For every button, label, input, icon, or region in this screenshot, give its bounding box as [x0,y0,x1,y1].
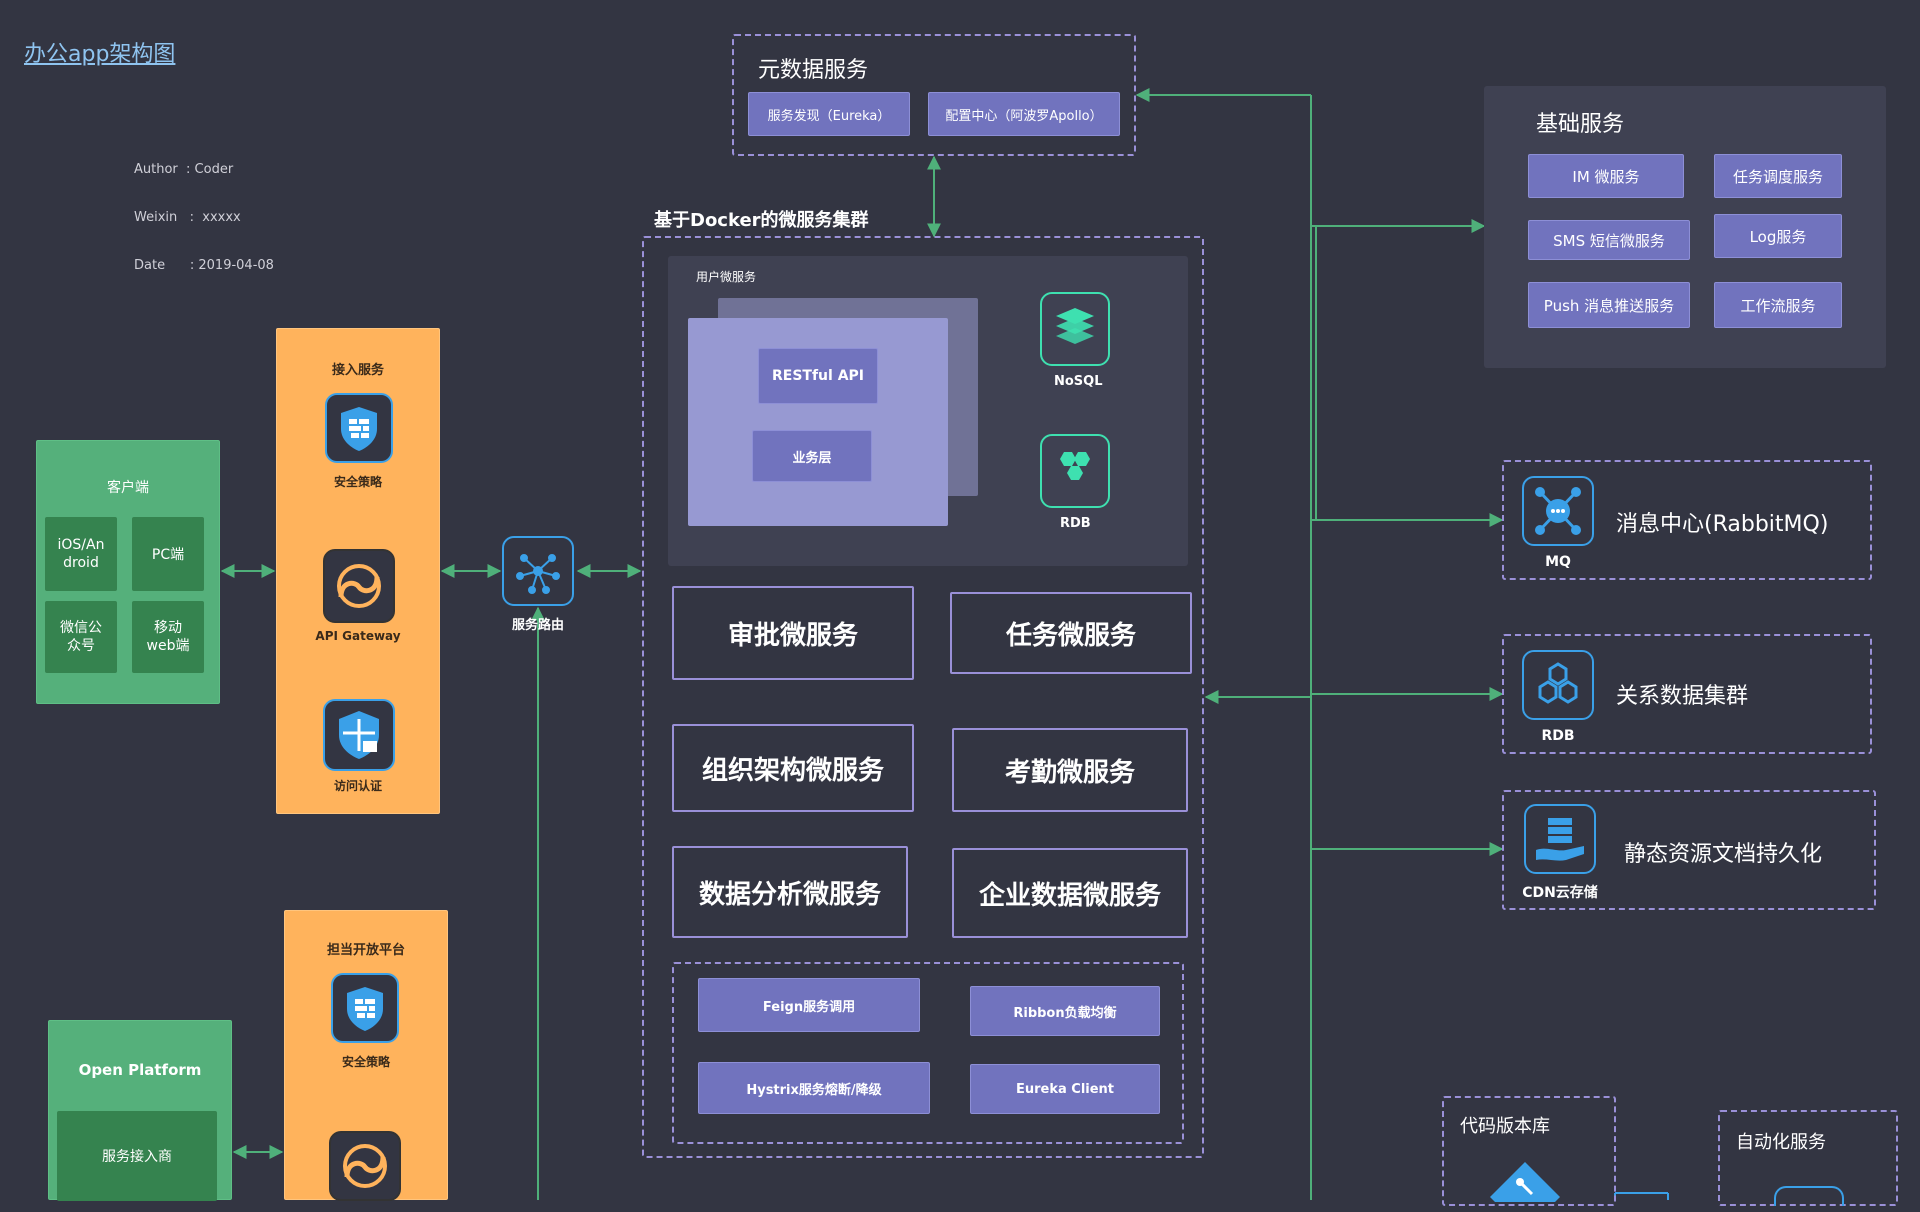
task-scheduler-item[interactable]: 任务调度服务 [1714,154,1842,198]
hystrix-item[interactable]: Hystrix服务熔断/降级 [698,1062,930,1114]
router-label: 服务路由 [511,618,564,633]
meta-author: Author : Coder [134,162,234,177]
push-service-item[interactable]: Push 消息推送服务 [1528,282,1690,328]
meta-date: Date : 2019-04-08 [134,258,274,273]
nosql-icon [1040,292,1110,366]
cluster-title: 基于Docker的微服务集群 [654,210,869,231]
diagram-title[interactable]: 办公app架构图 [24,42,176,67]
restful-api-item[interactable]: RESTful API [758,348,878,404]
rdb-cluster-title: 关系数据集群 [1616,684,1749,709]
eureka-client-item[interactable]: Eureka Client [970,1064,1160,1114]
automation-title: 自动化服务 [1736,1132,1826,1153]
cloud-storage-icon [1524,804,1596,874]
cdn-title: 静态资源文档持久化 [1624,842,1823,867]
shield-firewall-icon [325,393,393,463]
cdn-icon-label: CDN云存储 [1522,885,1598,901]
mq-icon-label: MQ [1545,554,1571,570]
client-pc[interactable]: PC端 [132,517,204,591]
workflow-service-item[interactable]: 工作流服务 [1714,282,1842,328]
automation-icon [1774,1186,1844,1206]
meta-weixin: Weixin : xxxxx [134,210,241,225]
automation-box: 自动化服务 [1718,1110,1898,1206]
data-analysis-service[interactable]: 数据分析微服务 [672,846,908,938]
feign-item[interactable]: Feign服务调用 [698,978,920,1032]
components-box: Feign服务调用 Ribbon负载均衡 Hystrix服务熔断/降级 Eure… [672,962,1184,1144]
business-layer-item[interactable]: 业务层 [752,430,872,482]
metadata-service-title: 元数据服务 [758,58,869,83]
user-service-front-card: RESTful API 业务层 [688,318,948,526]
api-gateway-label: API Gateway [315,629,401,643]
attendance-service[interactable]: 考勤微服务 [952,728,1188,812]
nosql-label: NoSQL [1054,374,1103,389]
mq-title: 消息中心(RabbitMQ) [1616,512,1829,537]
eureka-discovery-item[interactable]: 服务发现（Eureka） [748,92,910,136]
log-service-item[interactable]: Log服务 [1714,214,1842,258]
service-provider-item[interactable]: 服务接入商 [57,1111,217,1201]
approval-service[interactable]: 审批微服务 [672,586,914,680]
docker-cluster-box: 用户微服务 RESTful API 业务层 NoSQL [642,236,1204,1158]
shield-lock-icon [323,699,395,771]
client-mobile-web[interactable]: 移动 web端 [132,601,204,673]
open-access-title: 担当开放平台 [326,943,405,958]
cdn-box: CDN云存储 静态资源文档持久化 [1502,790,1876,910]
rdb-cluster-box: RDB 关系数据集群 [1502,634,1872,754]
open-shield-firewall-icon [331,973,399,1043]
open-platform-box: Open Platform 服务接入商 [48,1020,232,1201]
client-box: 客户端 iOS/An droid PC端 微信公 众号 移动 web端 [36,440,220,704]
rdb-label: RDB [1060,516,1091,531]
user-service-panel: 用户微服务 RESTful API 业务层 NoSQL [668,256,1188,566]
base-services-title: 基础服务 [1536,112,1625,137]
open-api-gateway-icon [329,1131,401,1201]
network-hub-icon[interactable] [502,536,574,606]
access-security-label: 安全策略 [333,475,382,489]
api-gateway-icon [323,549,395,623]
ribbon-item[interactable]: Ribbon负载均衡 [970,986,1160,1036]
code-repo-box: 代码版本库 [1442,1096,1616,1212]
organization-service[interactable]: 组织架构微服务 [672,724,914,812]
open-security-label: 安全策略 [341,1055,390,1069]
message-queue-icon [1522,476,1594,546]
open-platform-title: Open Platform [78,1061,202,1079]
sms-service-item[interactable]: SMS 短信微服务 [1528,220,1690,260]
rdb-hexagon-icon [1040,434,1110,508]
access-auth-label: 访问认证 [333,779,382,793]
client-ios-android[interactable]: iOS/An droid [45,517,117,591]
enterprise-data-service[interactable]: 企业数据微服务 [952,848,1188,938]
user-service-label: 用户微服务 [696,270,757,284]
mq-box: MQ 消息中心(RabbitMQ) [1502,460,1872,580]
access-service-title: 接入服务 [331,363,384,378]
client-wechat[interactable]: 微信公 众号 [45,601,117,673]
base-services-box: 基础服务 IM 微服务 任务调度服务 SMS 短信微服务 Log服务 Push … [1484,86,1886,368]
im-service-item[interactable]: IM 微服务 [1528,154,1684,198]
metadata-service-box: 元数据服务 服务发现（Eureka） 配置中心（阿波罗Apollo） [732,34,1136,156]
access-service-box: 接入服务 安全策略 API Gateway 访问认证 [276,328,440,814]
code-repo-title: 代码版本库 [1460,1116,1550,1137]
rdb-cluster-icon-label: RDB [1541,728,1575,744]
client-title: 客户端 [107,480,149,496]
git-icon [1490,1162,1560,1212]
meta-info: Author : Coder Weixin : xxxxx Date : 201… [134,130,274,290]
rdb-cluster-icon [1522,650,1594,720]
apollo-config-item[interactable]: 配置中心（阿波罗Apollo） [928,92,1120,136]
open-access-box: 担当开放平台 安全策略 [284,910,448,1201]
task-service[interactable]: 任务微服务 [950,592,1192,674]
